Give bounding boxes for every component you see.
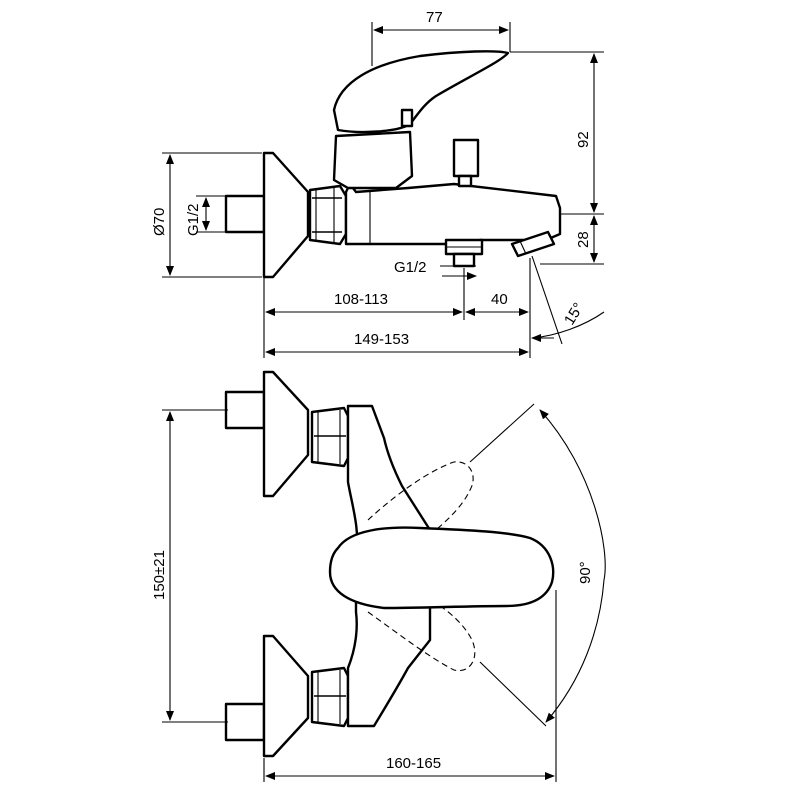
side-lever-handle (332, 50, 510, 134)
dim-outlet-thread-label: G1/2 (394, 259, 427, 276)
dim-inlet-thread-label: G1/2 (185, 203, 202, 236)
side-cartridge-housing (332, 130, 414, 190)
dim-diameter-label: Ø70 (151, 208, 168, 236)
dim-77-label: 77 (426, 9, 443, 26)
side-wall-pipe (224, 194, 266, 234)
top-upper-hex-nut (310, 406, 350, 468)
dim-28-label: 28 (575, 231, 592, 248)
side-escutcheon (262, 151, 310, 279)
side-dimensions: 77 92 28 Ø70 G1/2 G1/2 108-113 40 (151, 9, 605, 358)
dim-wall-to-outlet-label: 108-113 (334, 291, 388, 308)
side-spout-aerator (510, 230, 556, 258)
side-lever-tab (400, 108, 414, 128)
dim-centers-label: 150±21 (151, 550, 168, 600)
top-lower-wall-pipe (224, 702, 266, 742)
side-view (224, 50, 562, 279)
top-upper-escutcheon (262, 370, 310, 498)
dim-total-width-label: 160-165 (386, 755, 441, 772)
top-upper-wall-pipe (224, 390, 266, 430)
side-diverter-knob (452, 138, 480, 188)
side-hex-nut (308, 184, 348, 246)
dim-wall-to-spout-label: 149-153 (354, 331, 409, 348)
top-lower-hex-nut (310, 666, 350, 728)
top-lever-ghost-down (367, 593, 476, 672)
dim-lever-rotation-label: 90° (577, 561, 594, 584)
dim-92-label: 92 (575, 131, 592, 148)
side-mixer-body (344, 182, 562, 246)
top-lever-handle (328, 526, 555, 610)
side-bottom-outlet (444, 238, 484, 268)
top-lower-escutcheon (262, 634, 310, 758)
top-dimensions: 150±21 160-165 90° (151, 403, 606, 782)
dim-outlet-offset-label: 40 (491, 291, 508, 308)
top-view (224, 370, 555, 758)
